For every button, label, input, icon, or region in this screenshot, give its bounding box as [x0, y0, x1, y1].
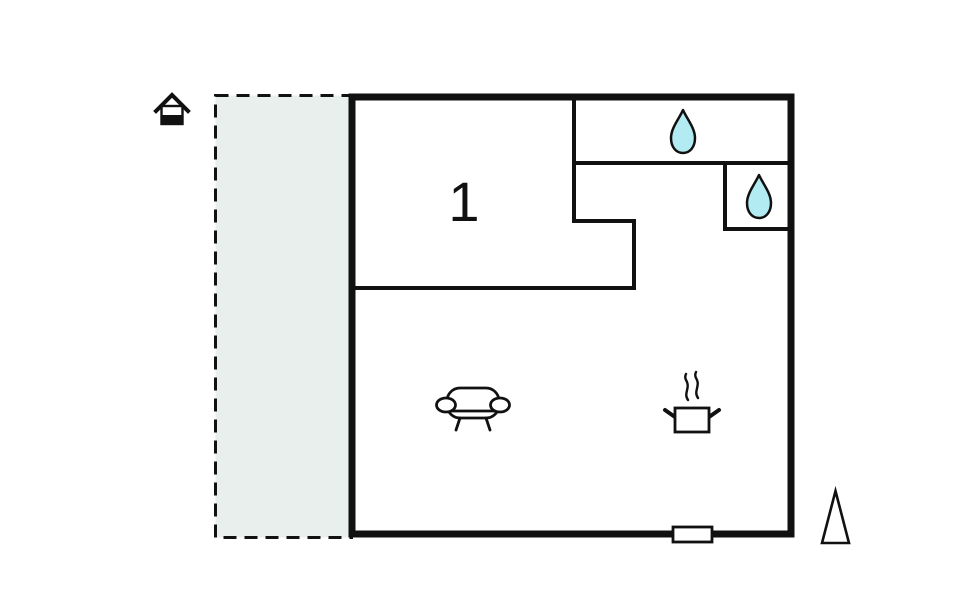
terrace-area: [214, 94, 353, 539]
cooking-pot-icon: [663, 370, 721, 434]
sofa-icon: [435, 386, 511, 432]
window-symbol: [671, 525, 714, 544]
interior-walls: [352, 95, 790, 290]
building-outline: [348, 93, 795, 538]
room-label: 1: [448, 170, 479, 233]
water-drop-icon: [669, 108, 697, 155]
north-arrow-icon: [820, 485, 851, 545]
water-drop-icon: [745, 173, 773, 220]
house-icon: [153, 92, 191, 126]
